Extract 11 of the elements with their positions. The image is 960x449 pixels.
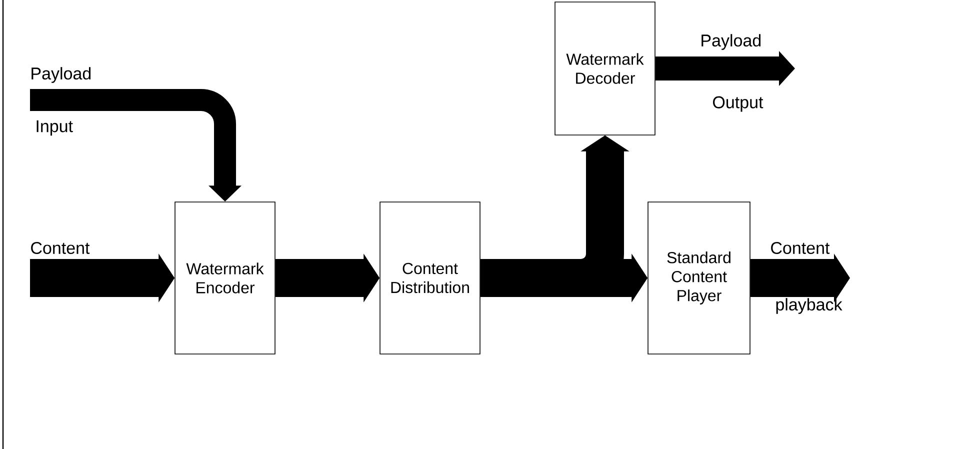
process-box: Content Distribution	[380, 202, 480, 354]
process-box: Watermark Encoder	[174, 202, 276, 354]
process-box: Standard Content Player	[648, 202, 750, 354]
arrow-label: playback	[776, 298, 842, 314]
arrow-label: Output	[713, 96, 764, 112]
arrow-label: Content	[31, 242, 90, 254]
arrow-label: Input	[36, 120, 73, 136]
arrow-label: Payload	[32, 67, 91, 83]
arrow-label: Payload	[702, 34, 761, 50]
process-box: Watermark Decoder	[554, 2, 656, 136]
arrow-label: Content	[771, 242, 830, 254]
